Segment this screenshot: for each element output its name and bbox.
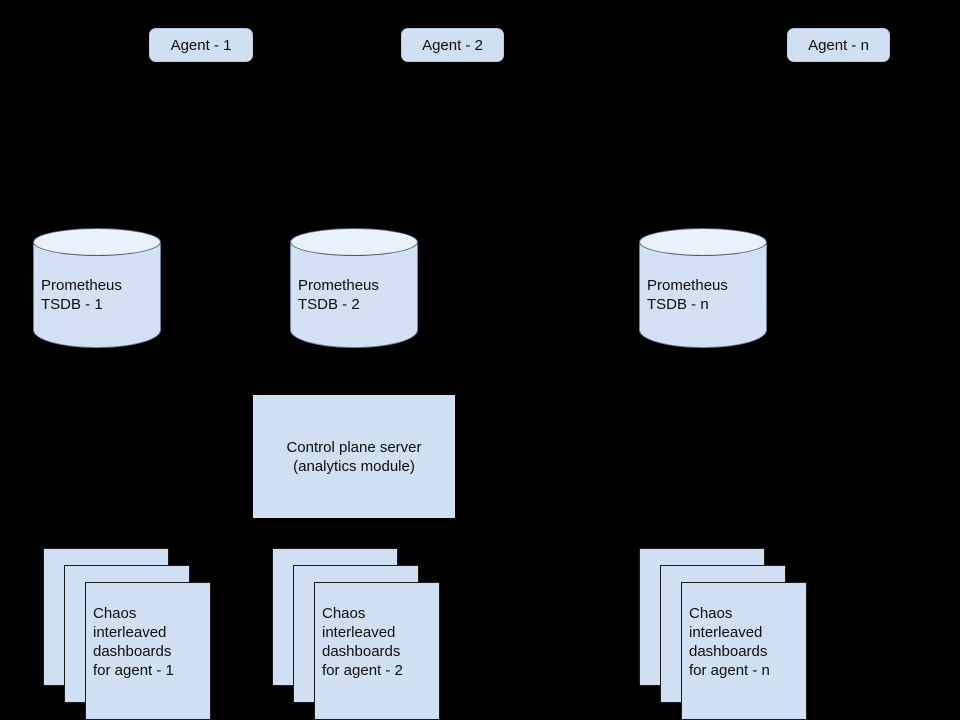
agent-box-2[interactable]: Agent - 2 (401, 28, 504, 62)
cylinder-top-icon (33, 228, 161, 256)
dashboard-stack-label-1: Chaos interleaved dashboards for agent -… (93, 605, 174, 679)
edge-agent2-to-tsdb2 (371, 61, 454, 223)
cylinder-body-icon (290, 242, 418, 348)
edge-tsdbn-to-control (419, 351, 701, 394)
agent-label-2: Agent - 2 (422, 36, 483, 54)
database-label-2: Prometheus TSDB - 2 (298, 277, 379, 313)
dashboard-card-front[interactable] (314, 582, 440, 720)
agent-label-n: Agent - n (808, 36, 869, 54)
control-plane-server-label: Control plane server (analytics module) (286, 438, 422, 475)
edge-agent1-to-tsdb1 (119, 61, 202, 223)
dashboard-stack-label-2: Chaos interleaved dashboards for agent -… (322, 605, 403, 679)
database-cylinder-1[interactable]: Prometheus TSDB - 1 (33, 228, 161, 348)
database-label-1: Prometheus TSDB - 1 (41, 277, 122, 313)
agent-label-1: Agent - 1 (170, 36, 232, 54)
database-cylinder-2[interactable]: Prometheus TSDB - 2 (290, 228, 418, 348)
cylinder-body-icon (33, 242, 161, 348)
cylinder-top-icon (639, 228, 767, 256)
database-cylinder-n[interactable]: Prometheus TSDB - n (639, 228, 767, 348)
edge-agentn-to-tsdbn (734, 61, 840, 223)
dashboard-card-front[interactable] (681, 582, 807, 720)
edge-tsdb1-to-control (119, 351, 301, 393)
control-plane-server-box[interactable]: Control plane server (analytics module) (253, 395, 455, 518)
agent-box-n[interactable]: Agent - n (787, 28, 890, 62)
cylinder-top-icon (290, 228, 418, 256)
cylinder-body-icon (639, 242, 767, 348)
agent-box-1[interactable]: Agent - 1 (149, 28, 253, 62)
dashboard-stack-label-n: Chaos interleaved dashboards for agent -… (689, 605, 770, 679)
database-label-n: Prometheus TSDB - n (647, 277, 728, 313)
